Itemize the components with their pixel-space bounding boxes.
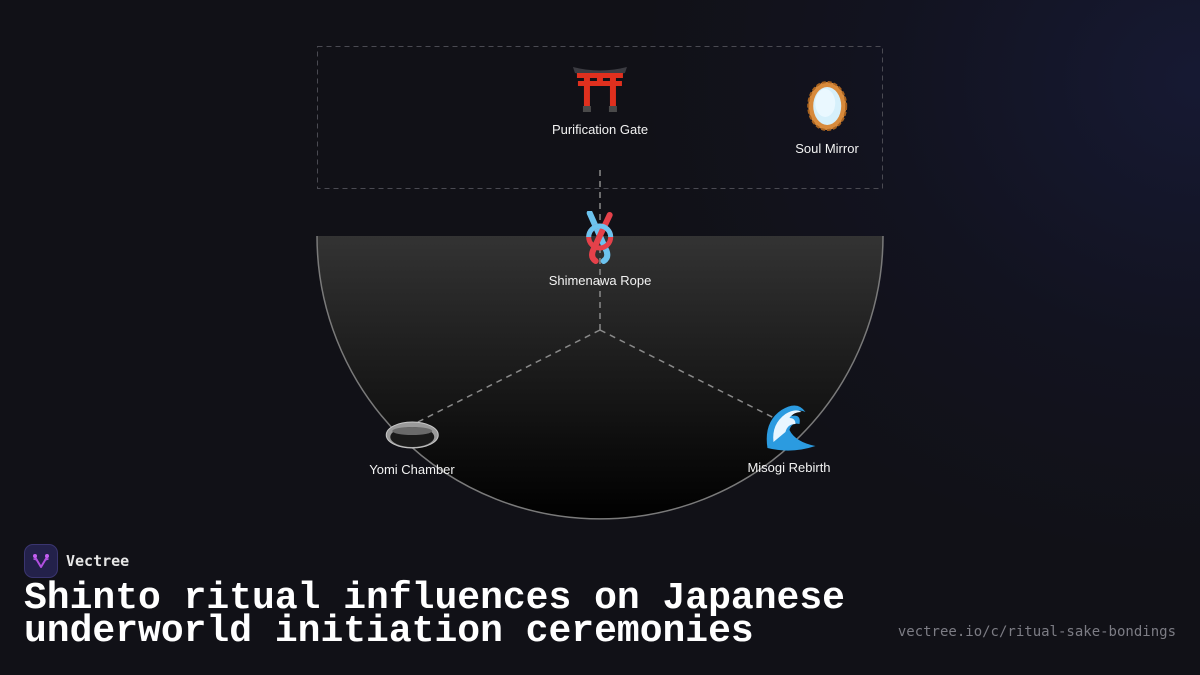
node-soul-mirror[interactable]: Soul Mirror <box>795 79 859 156</box>
title-line-1: Shinto ritual influences on Japanese <box>24 577 845 620</box>
underworld-bowl <box>317 236 883 519</box>
top-group-box <box>317 46 883 189</box>
brand-name: Vectree <box>66 552 130 570</box>
wave-icon <box>766 405 815 451</box>
node-misogi-rebirth[interactable]: Misogi Rebirth <box>747 402 831 475</box>
mirror-icon <box>806 81 847 131</box>
node-label: Purification Gate <box>551 122 649 137</box>
node-label: Yomi Chamber <box>369 462 455 477</box>
hole-icon <box>385 421 439 449</box>
torii-gate-icon <box>572 67 627 112</box>
node-yomi-chamber[interactable]: Yomi Chamber <box>369 418 455 477</box>
knot-rope-icon <box>586 211 614 264</box>
edge-center-yomi <box>411 329 601 426</box>
source-url[interactable]: vectree.io/c/ritual-sake-bondings <box>897 624 1176 640</box>
brand: Vectree <box>24 544 129 578</box>
node-purification-gate[interactable]: Purification Gate <box>552 62 648 137</box>
node-label: Shimenawa Rope <box>548 273 652 288</box>
node-shimenawa-rope[interactable]: Shimenawa Rope <box>548 211 652 288</box>
page-title: Shinto ritual influences on Japanese und… <box>24 580 845 651</box>
edge-center-misogi <box>599 329 789 426</box>
node-label: Soul Mirror <box>795 141 859 156</box>
title-line-2: underworld initiation ceremonies <box>24 610 754 653</box>
vectree-logo-icon <box>24 544 58 578</box>
bowl-outline <box>316 235 884 520</box>
node-label: Misogi Rebirth <box>747 460 831 475</box>
